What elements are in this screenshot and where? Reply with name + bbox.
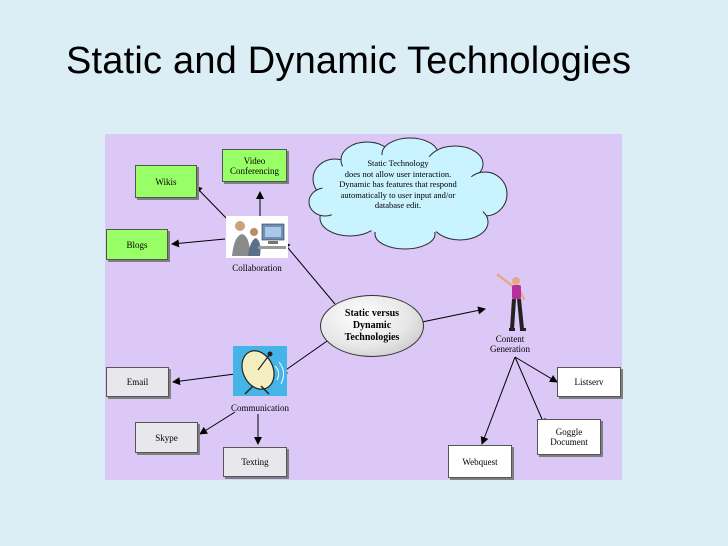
thought-cloud: [308, 137, 508, 250]
texting-box: Texting: [223, 447, 287, 477]
arrow-center-content: [421, 306, 486, 323]
arrow-content-google: [514, 356, 546, 427]
collaboration-label: Collaboration: [232, 263, 282, 273]
center-line: Technologies: [344, 332, 400, 343]
arrow-content-listserv: [514, 356, 558, 383]
people-at-computer-icon: [226, 216, 288, 258]
content-line: Generation: [490, 344, 530, 354]
connector-arrows: [171, 185, 558, 445]
cloud-line: automatically to user input and/or: [340, 189, 456, 200]
video-line: Conferencing: [230, 165, 279, 176]
communication-label: Communication: [231, 403, 289, 413]
google-line: Document: [550, 437, 588, 447]
wikis-box: Wikis: [135, 165, 197, 198]
cloud-line: does not allow user interaction.: [344, 168, 452, 179]
person-pointing-icon: [496, 273, 526, 331]
google-document-box: Goggle Document: [537, 419, 601, 455]
skype-box: Skype: [135, 422, 198, 453]
cloud-line: Static Technology: [367, 158, 429, 168]
cloud-definition-text: Static Technology does not allow user in…: [323, 158, 473, 211]
center-line: Dynamic: [352, 320, 392, 331]
arrow-collab-blogs: [171, 238, 226, 248]
blogs-box: Blogs: [106, 229, 168, 260]
listserv-box: Listserv: [557, 367, 621, 397]
google-line: Goggle: [555, 427, 583, 437]
concept-map-panel: Static Technology does not allow user in…: [105, 134, 622, 480]
webquest-box: Webquest: [448, 445, 512, 478]
content-generation-label: Content Generation: [475, 334, 545, 354]
cloud-line: Dynamic has features that respond: [339, 179, 457, 189]
center-topic-node: Static versus Dynamic Technologies: [320, 295, 424, 357]
email-box: Email: [106, 367, 169, 397]
arrow-comm-skype: [199, 411, 236, 435]
arrow-center-collaboration: [282, 241, 336, 305]
center-line: Static versus: [344, 308, 400, 319]
video-line: Video: [243, 155, 266, 166]
slide-title: Static and Dynamic Technologies: [66, 40, 632, 82]
arrow-center-communication: [279, 338, 331, 375]
satellite-dish-icon: [233, 346, 287, 396]
arrow-comm-email: [172, 373, 236, 386]
cloud-line: database edit.: [374, 200, 422, 210]
arrow-collab-wikis: [194, 185, 231, 223]
video-conferencing-box: Video Conferencing: [222, 149, 287, 182]
content-line: Content: [495, 334, 525, 344]
arrow-content-webquest: [480, 356, 516, 445]
